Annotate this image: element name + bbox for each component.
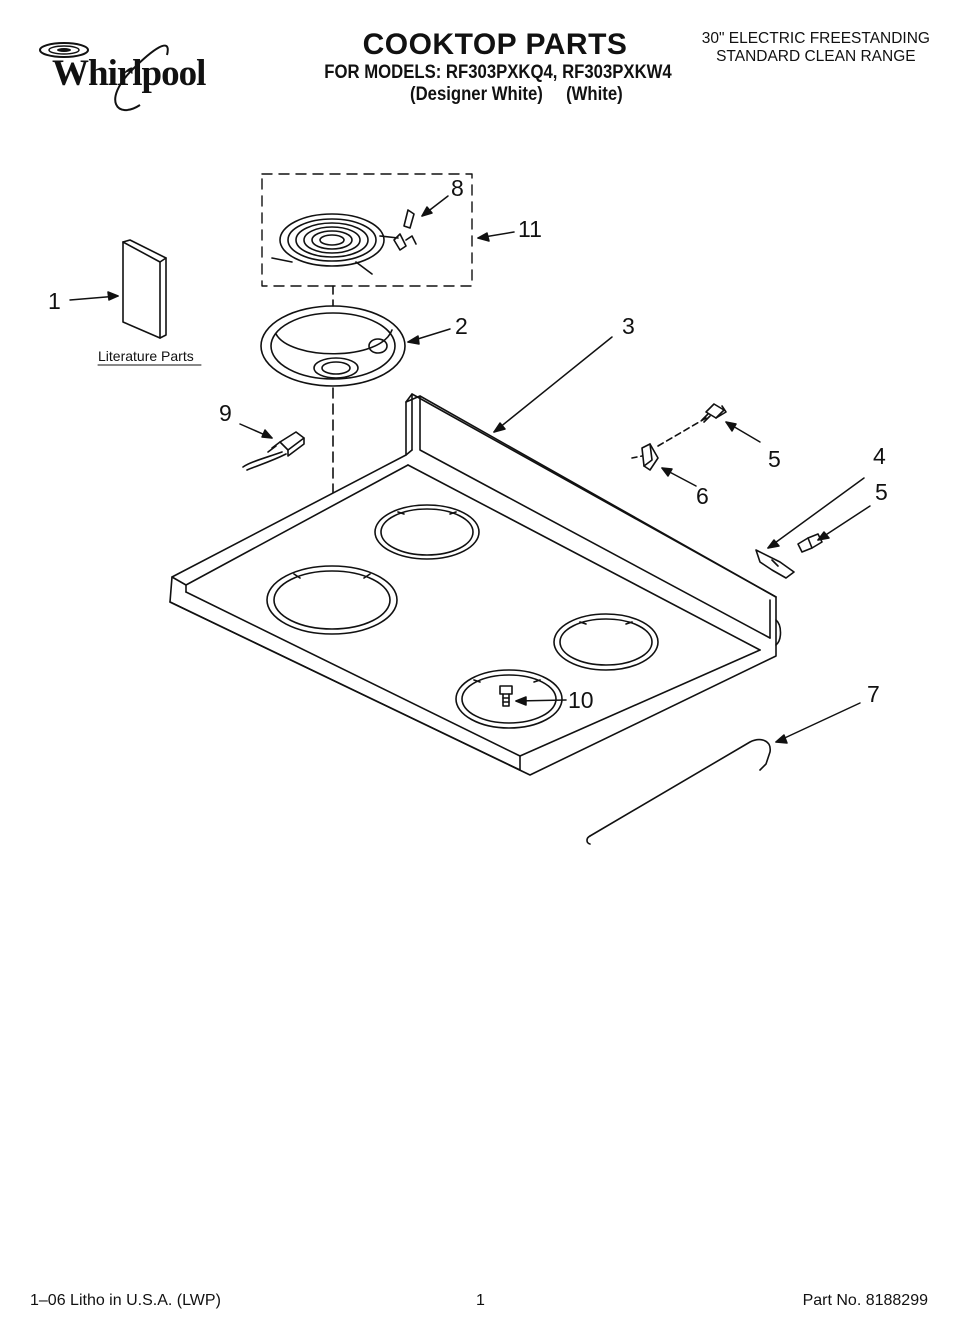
callout-3: 3: [622, 313, 635, 339]
whirlpool-swirl-icon: [39, 42, 169, 111]
model-numbers: FOR MODELS: RF303PXKQ4, RF303PXKW4: [324, 62, 672, 83]
terminal-clip: [393, 209, 417, 251]
whirlpool-logo: Whirlpool: [22, 30, 206, 120]
range-description: 30" ELECTRIC FREESTANDING STANDARD CLEAN…: [702, 30, 930, 66]
callout-1: 1: [48, 288, 61, 314]
callout-9: 9: [219, 400, 232, 426]
literature-parts-label: Literature Parts: [98, 348, 194, 364]
page-title: COOKTOP PARTS: [362, 28, 628, 61]
page-number: 1: [476, 1292, 485, 1309]
callout-5-upper: 5: [768, 446, 781, 472]
side-bracket: [755, 549, 795, 579]
callout-6: 6: [696, 483, 709, 509]
range-line-2: STANDARD CLEAN RANGE: [716, 48, 916, 65]
burner-screw: [499, 685, 513, 707]
support-rod: [586, 738, 771, 845]
callout-2: 2: [455, 313, 468, 339]
callout-10: 10: [568, 687, 594, 713]
mounting-screw-right: [797, 533, 823, 553]
model-colors: (Designer White) (White): [410, 84, 623, 105]
callout-4: 4: [873, 443, 886, 469]
part-number: Part No. 8188299: [802, 1292, 928, 1309]
callout-11: 11: [518, 216, 542, 242]
surface-element-coil: [271, 213, 399, 275]
hinge-bracket: [641, 443, 659, 471]
callout-5-right: 5: [875, 479, 888, 505]
callout-7: 7: [867, 681, 880, 707]
drip-bowl: [260, 305, 406, 387]
terminal-block: [242, 431, 305, 471]
surface-element-group-box: [261, 173, 473, 287]
literature-booklet: [122, 239, 167, 339]
cooktop-panel: [169, 393, 782, 776]
leader-lines: [69, 195, 871, 744]
callout-8: 8: [451, 175, 464, 201]
range-line-1: 30" ELECTRIC FREESTANDING: [701, 30, 930, 47]
litho-note: 1–06 Litho in U.S.A. (LWP): [30, 1292, 221, 1309]
brand-wordmark: Whirlpool: [52, 53, 206, 94]
mounting-screw-upper: [701, 403, 727, 423]
